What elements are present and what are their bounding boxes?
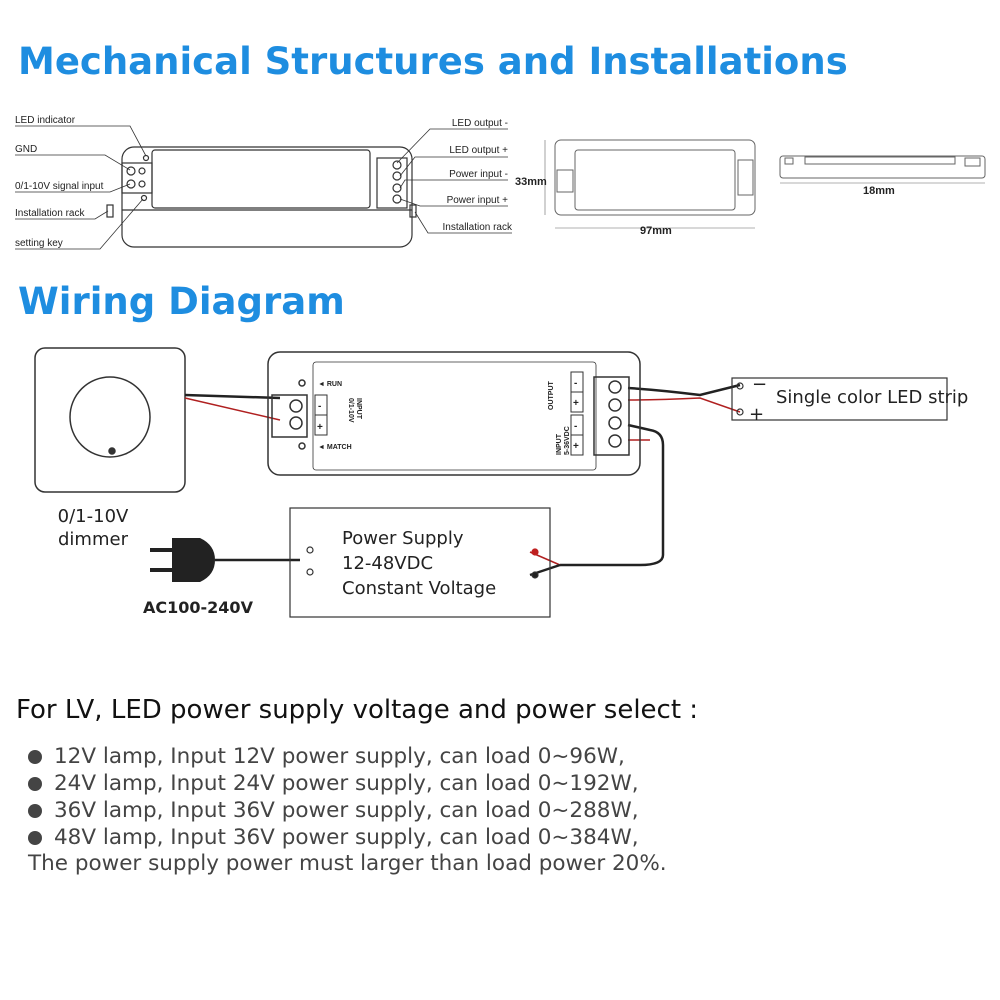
spec-item: 12V lamp, Input 12V power supply, can lo… — [28, 743, 639, 770]
dimmer-switch — [34, 347, 186, 493]
bullet-icon — [28, 750, 42, 764]
label-gnd: GND — [15, 144, 37, 155]
input-range: 0/1-10V — [347, 398, 354, 423]
spec-text: 12V lamp, Input 12V power supply, can lo… — [54, 744, 625, 769]
led-strip — [731, 377, 948, 421]
dimmer-label-line2: dimmer — [58, 529, 129, 550]
specs-heading: For LV, LED power supply voltage and pow… — [16, 695, 699, 725]
ac-plug-icon — [150, 538, 215, 582]
label-installation-rack-left: Installation rack — [15, 208, 85, 219]
dimension-length: 97mm — [640, 225, 672, 237]
bullet-icon — [28, 777, 42, 791]
label-setting-key: setting key — [15, 238, 63, 249]
spec-item: 48V lamp, Input 36V power supply, can lo… — [28, 824, 639, 851]
label-signal-input: 0/1-10V signal input — [15, 181, 104, 192]
power-minus-sign: - — [574, 421, 577, 432]
power-supply — [289, 507, 551, 618]
input-plus-sign: + — [317, 422, 323, 433]
power-supply-title: Power Supply — [342, 528, 464, 549]
ac-voltage-label: AC100-240V — [143, 598, 254, 617]
label-led-output-plus: LED output + — [449, 145, 508, 156]
dimmer-label-line1: 0/1-10V — [58, 506, 129, 527]
led-strip-label: Single color LED strip — [776, 387, 968, 408]
spec-text: 36V lamp, Input 36V power supply, can lo… — [54, 798, 639, 823]
strip-minus-sign: − — [752, 374, 767, 395]
specs-note: The power supply power must larger than … — [28, 851, 667, 876]
run-indicator-label: ◄ RUN — [318, 381, 342, 388]
device-top-view — [544, 139, 756, 229]
spec-text: 24V lamp, Input 24V power supply, can lo… — [54, 771, 639, 796]
dimension-width: 18mm — [863, 185, 895, 197]
label-power-input-plus: Power input + — [447, 195, 509, 206]
spec-text: 48V lamp, Input 36V power supply, can lo… — [54, 825, 639, 850]
strip-plus-sign: + — [749, 404, 764, 425]
input-label: INPUT — [355, 398, 362, 420]
section-title-wiring: Wiring Diagram — [18, 280, 345, 323]
power-input-label: INPUT — [556, 433, 563, 455]
controller — [267, 351, 641, 476]
match-indicator-label: ◄ MATCH — [318, 444, 352, 451]
specs-list: 12V lamp, Input 12V power supply, can lo… — [28, 743, 639, 851]
output-minus-sign: - — [574, 378, 577, 389]
label-installation-rack-right: Installation rack — [443, 222, 513, 233]
wires — [184, 383, 741, 577]
bullet-icon — [28, 831, 42, 845]
input-minus-sign: - — [318, 401, 321, 412]
power-supply-type: Constant Voltage — [342, 578, 496, 599]
diagram-canvas: LED indicator GND 0/1-10V signal input I… — [15, 115, 986, 618]
label-power-input-minus: Power input - — [449, 169, 508, 180]
label-led-indicator: LED indicator — [15, 115, 76, 126]
power-plus-sign: + — [573, 441, 579, 452]
spec-item: 36V lamp, Input 36V power supply, can lo… — [28, 797, 639, 824]
output-label: OUTPUT — [548, 381, 555, 411]
device-front-view — [106, 146, 417, 248]
callout-lines — [15, 125, 512, 250]
spec-item: 24V lamp, Input 24V power supply, can lo… — [28, 770, 639, 797]
device-side-view — [779, 155, 986, 184]
label-led-output-minus: LED output - — [452, 118, 508, 129]
dimension-height: 33mm — [515, 176, 547, 188]
output-plus-sign: + — [573, 398, 579, 409]
bullet-icon — [28, 804, 42, 818]
power-supply-voltage: 12-48VDC — [342, 553, 433, 574]
section-title-mechanical: Mechanical Structures and Installations — [18, 40, 848, 83]
power-input-range: 5-36VDC — [564, 426, 571, 455]
